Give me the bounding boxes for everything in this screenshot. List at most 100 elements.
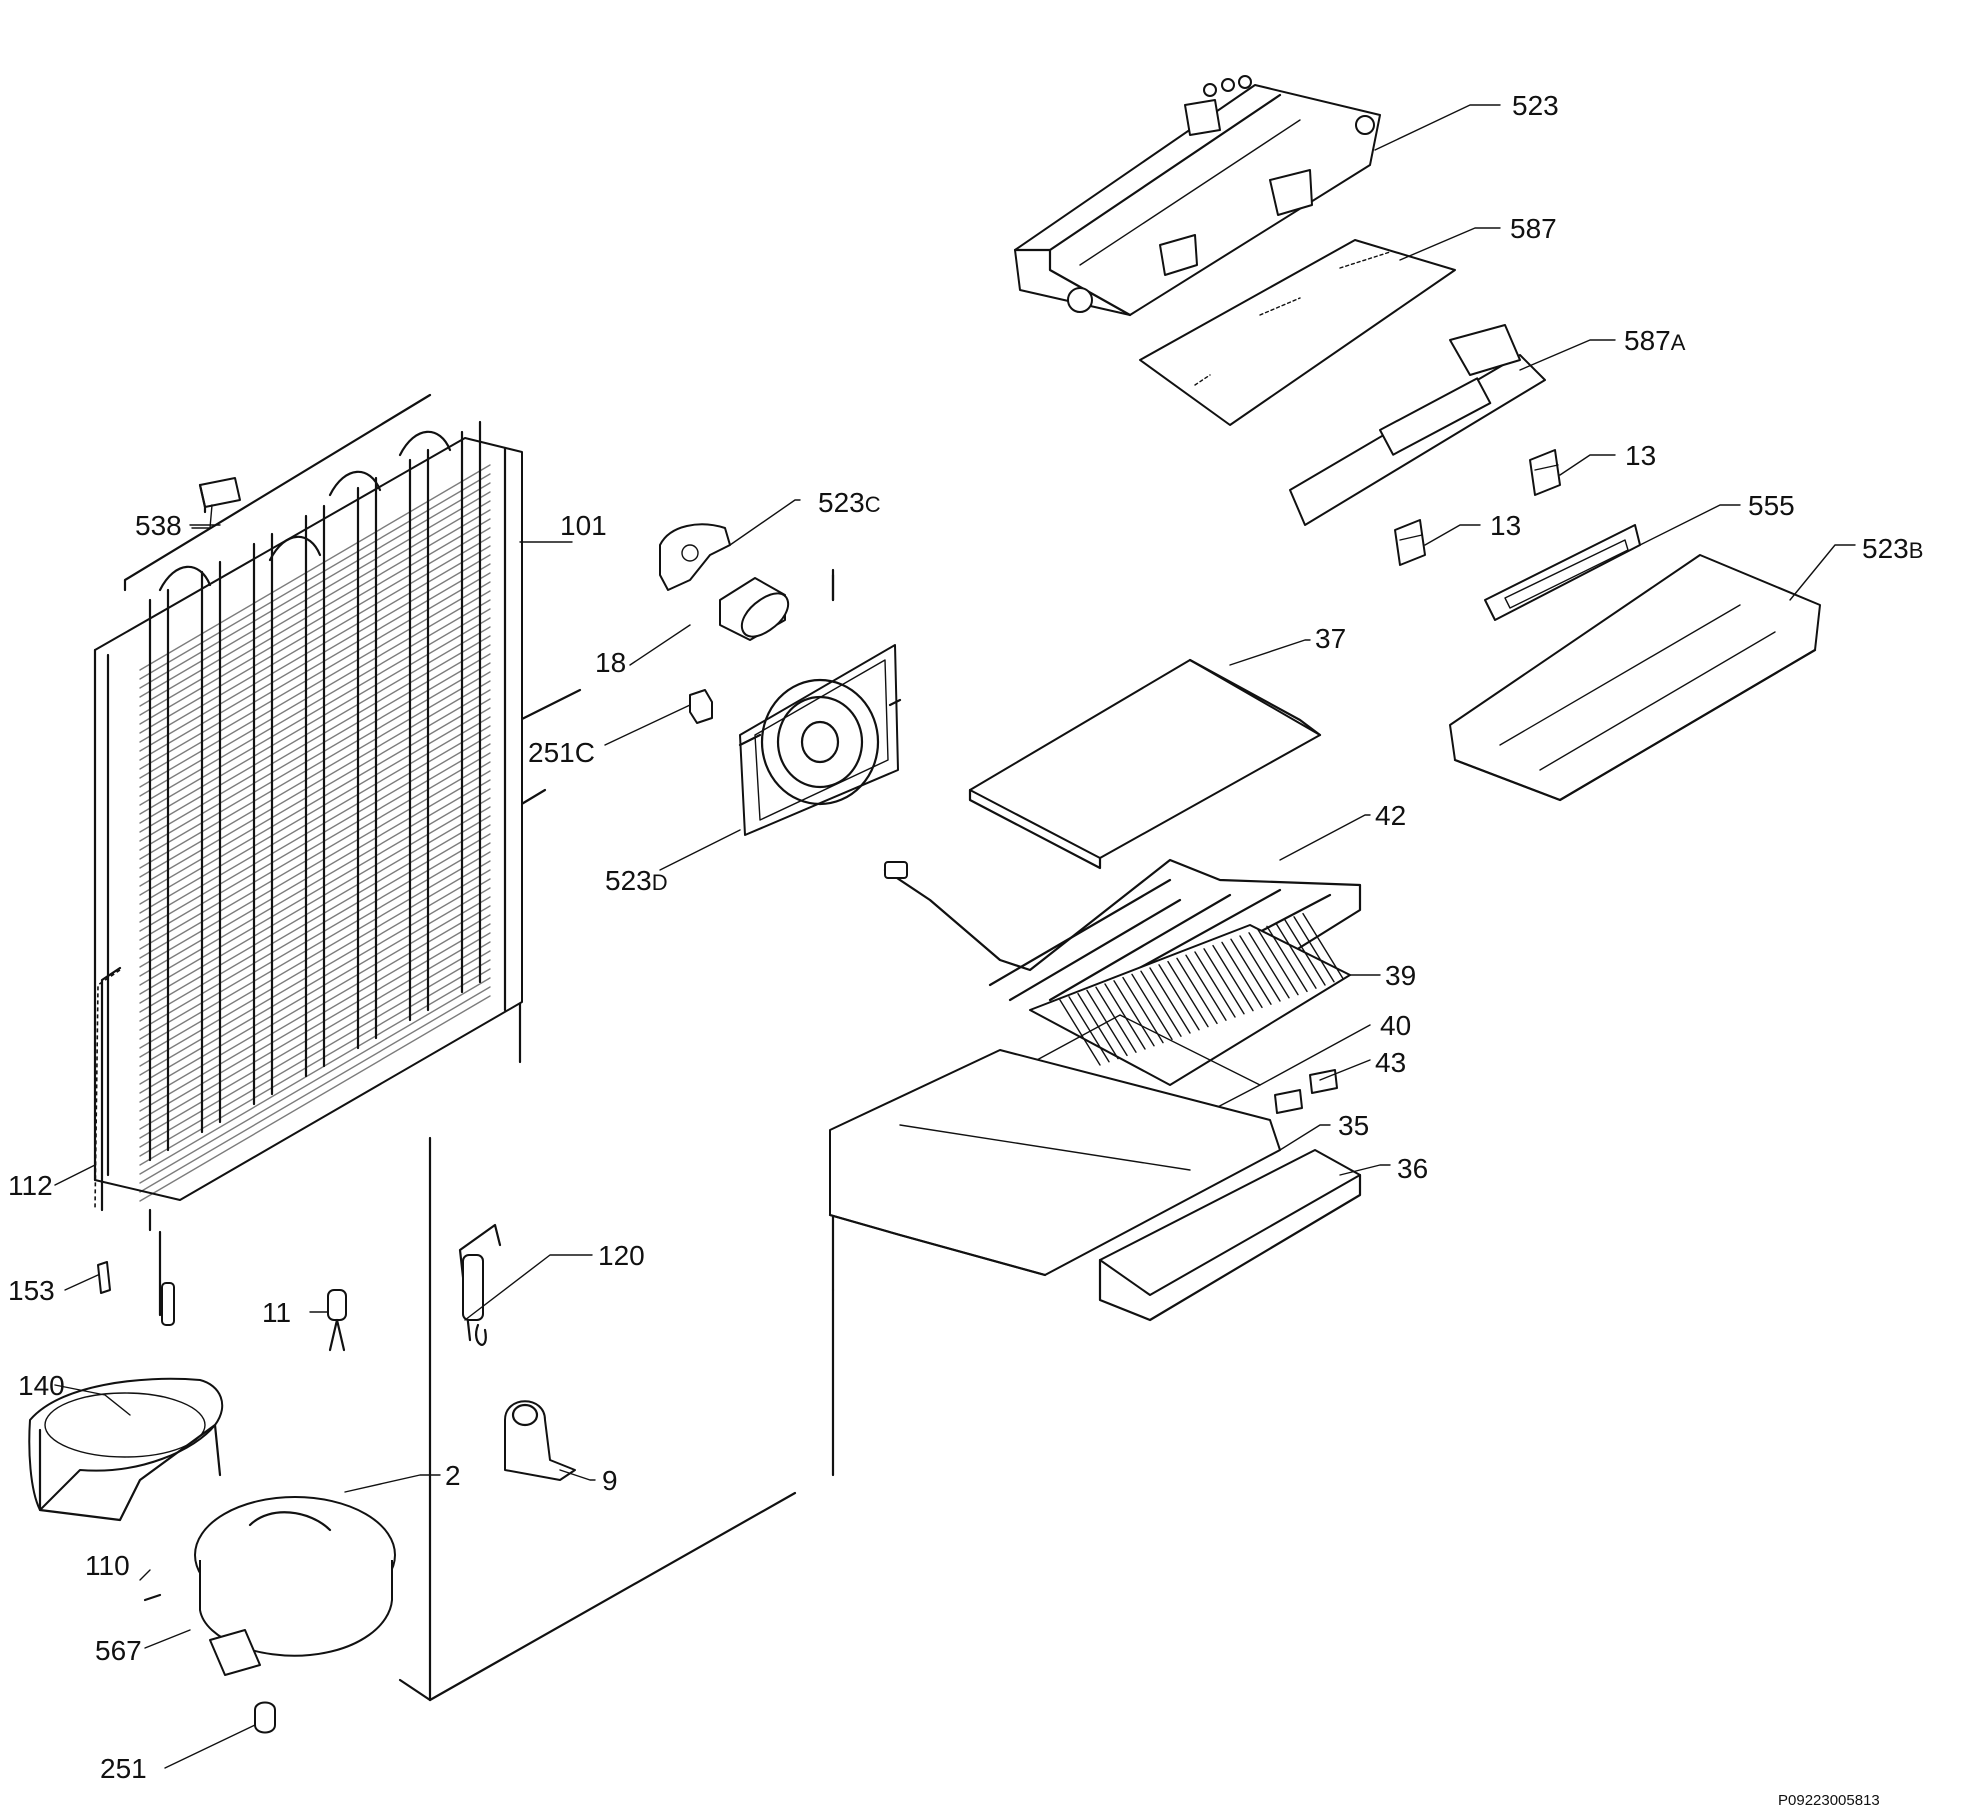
condenser-wire (139, 572, 491, 779)
condenser-wire (139, 815, 491, 1022)
fin-line (1167, 960, 1209, 1028)
fin-line (1176, 957, 1218, 1025)
part-153 (97, 1261, 111, 1294)
fin-line (1077, 992, 1119, 1060)
label-40: 40 (1380, 1010, 1411, 1041)
condenser-wire (139, 824, 491, 1031)
condenser-wire (139, 680, 491, 887)
part-110 (143, 1593, 162, 1602)
label-538: 538 (135, 510, 182, 541)
fin-line (1248, 932, 1290, 999)
callout-labels: 523 587 587A 13 13 555 523B 523C 538 101… (8, 90, 1923, 1809)
fin-line (1284, 919, 1326, 986)
label-523: 523 (1512, 90, 1559, 121)
condenser-wire (139, 986, 491, 1193)
fin-line (1158, 964, 1200, 1031)
fin-line (1239, 935, 1281, 1002)
label-2: 2 (445, 1460, 461, 1491)
fin-line (1302, 912, 1344, 980)
condenser-wire (139, 869, 491, 1076)
condenser-wire (139, 653, 491, 860)
condenser-wire (139, 743, 491, 950)
label-35: 35 (1338, 1110, 1369, 1141)
fin-line (1059, 999, 1101, 1066)
label-523c: 523C (818, 487, 881, 518)
fin-line (1185, 954, 1227, 1021)
label-37: 37 (1315, 623, 1346, 654)
fin-line (1095, 986, 1137, 1053)
fins-39 (1029, 912, 1351, 1086)
fin-line (1068, 996, 1110, 1063)
control-box-523 (1013, 75, 1381, 317)
condenser-wire (139, 527, 491, 734)
part-9 (504, 1400, 576, 1481)
clip-13-upper (1529, 449, 1561, 496)
condenser-wire (139, 464, 491, 671)
condenser-wire (139, 842, 491, 1049)
label-36: 36 (1397, 1153, 1428, 1184)
fin-line (1221, 941, 1263, 1009)
condenser-wire-grid (139, 420, 491, 1202)
circuit-board-587 (1139, 239, 1456, 426)
condenser-wire (139, 563, 491, 770)
condenser-wire (139, 725, 491, 932)
label-9: 9 (602, 1465, 618, 1496)
condenser-wire (139, 887, 491, 1094)
fin-line (1293, 916, 1335, 983)
condenser-wire (139, 959, 491, 1166)
part-43 (1274, 1069, 1338, 1114)
condenser-wire (139, 671, 491, 878)
tray-140 (28, 1377, 224, 1522)
condenser-wire (139, 914, 491, 1121)
part-251 (254, 1701, 276, 1734)
label-13-upper: 13 (1625, 440, 1656, 471)
housing-523b (1449, 554, 1821, 802)
condenser-wire (139, 617, 491, 824)
fin-line (1275, 922, 1317, 989)
fin-line (1086, 989, 1128, 1057)
fin-line (1140, 970, 1182, 1037)
capillary-tube-112 (94, 966, 122, 1212)
condenser-wire (139, 635, 491, 842)
condenser-wire (139, 968, 491, 1175)
label-555: 555 (1748, 490, 1795, 521)
label-120: 120 (598, 1240, 645, 1271)
fin-line (1149, 967, 1191, 1034)
fin-line (1104, 983, 1146, 1050)
label-567: 567 (95, 1635, 142, 1666)
label-523b: 523B (1862, 533, 1923, 564)
condenser-wire (139, 716, 491, 923)
condenser-wire (139, 977, 491, 1184)
label-18: 18 (595, 647, 626, 678)
condenser-wire (139, 491, 491, 698)
condenser-wire (139, 851, 491, 1058)
condenser-wire (139, 554, 491, 761)
label-39: 39 (1385, 960, 1416, 991)
condenser-wire (139, 518, 491, 725)
part-120 (458, 1223, 502, 1346)
condenser-wire (139, 599, 491, 806)
cover-36 (1098, 1149, 1362, 1322)
fin-line (1203, 948, 1245, 1015)
fin-line (1131, 973, 1173, 1041)
compressor-2 (194, 1496, 396, 1676)
label-251: 251 (100, 1753, 147, 1784)
condenser-wire (139, 545, 491, 752)
part-11 (327, 1289, 347, 1352)
circuit-board-587a (1289, 324, 1546, 526)
condenser-wire (139, 644, 491, 851)
label-523d: 523D (605, 865, 668, 896)
condenser-wire (139, 905, 491, 1112)
label-140: 140 (18, 1370, 65, 1401)
condenser-wire (139, 806, 491, 1013)
condenser-wire (139, 932, 491, 1139)
condenser-wire (139, 950, 491, 1157)
label-110: 110 (85, 1550, 130, 1581)
fin-line (1113, 980, 1155, 1047)
label-42: 42 (1375, 800, 1406, 831)
fan-cover-523d (738, 644, 902, 836)
condenser-wire (139, 860, 491, 1067)
condenser-wire (139, 761, 491, 968)
condenser-wire (139, 878, 491, 1085)
